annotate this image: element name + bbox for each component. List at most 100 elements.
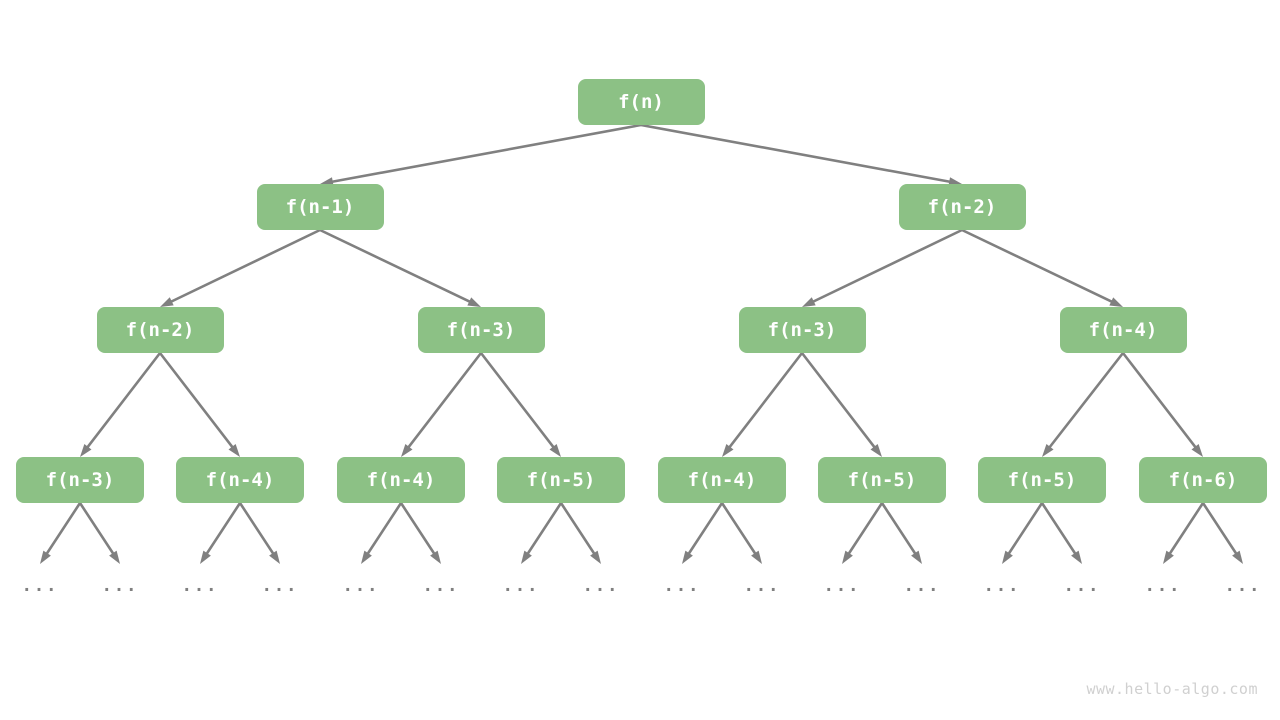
tree-node-label: f(n-5) xyxy=(1007,469,1077,491)
tree-node-r3n7: f(n-6) xyxy=(1139,457,1267,503)
tree-node-r1n1: f(n-2) xyxy=(898,184,1026,230)
ellipsis-e9: ... xyxy=(743,576,781,596)
edge-r3n2-to-e5 xyxy=(399,501,441,564)
edge-r3n4-to-e8 xyxy=(682,501,724,564)
tree-node-r2n3: f(n-4) xyxy=(1059,307,1187,353)
ellipsis-e12: ... xyxy=(983,576,1021,596)
edge-r3n4-to-e9 xyxy=(720,501,762,564)
tree-node-label: f(n-3) xyxy=(767,319,837,341)
tree-node-label: f(n-4) xyxy=(366,469,436,491)
ellipsis-e7: ... xyxy=(582,576,620,596)
tree-node-r0n0: f(n) xyxy=(577,79,705,125)
arrowhead-icon xyxy=(401,443,413,457)
tree-node-r3n4: f(n-4) xyxy=(658,457,786,503)
arrowhead-icon xyxy=(1071,550,1082,564)
tree-node-r2n0: f(n-2) xyxy=(96,307,224,353)
ellipsis-e2: ... xyxy=(181,576,219,596)
edge-r1n0-to-r2n1 xyxy=(318,228,481,307)
edge-r2n0-to-r3n0 xyxy=(80,351,162,457)
tree-node-label: f(n) xyxy=(618,91,664,113)
edge-r2n2-to-r3n4 xyxy=(722,351,804,457)
edge-r3n6-to-e12 xyxy=(1002,501,1044,564)
tree-node-label: f(n-6) xyxy=(1168,469,1238,491)
arrowhead-icon xyxy=(842,550,853,564)
arrowhead-icon xyxy=(802,297,816,307)
tree-node-label: f(n-1) xyxy=(285,196,355,218)
edge-r3n1-to-e3 xyxy=(238,501,280,564)
edge-r3n5-to-e10 xyxy=(842,501,884,564)
tree-node-label: f(n-4) xyxy=(687,469,757,491)
tree-node-r3n0: f(n-3) xyxy=(16,457,144,503)
arrowhead-icon xyxy=(40,550,51,564)
arrowhead-icon xyxy=(521,550,532,564)
tree-node-label: f(n-3) xyxy=(446,319,516,341)
tree-node-r2n2: f(n-3) xyxy=(738,307,866,353)
tree-node-label: f(n-5) xyxy=(847,469,917,491)
watermark: www.hello-algo.com xyxy=(1086,680,1258,698)
edge-r3n1-to-e2 xyxy=(200,501,242,564)
edge-r0n0-to-r1n0 xyxy=(320,123,643,187)
edge-r2n3-to-r3n6 xyxy=(1042,351,1125,457)
arrowhead-icon xyxy=(228,443,240,457)
arrowhead-icon xyxy=(1232,550,1243,564)
arrowhead-icon xyxy=(1002,550,1013,564)
arrowhead-icon xyxy=(590,550,601,564)
edge-r3n7-to-e14 xyxy=(1163,501,1205,564)
edge-r3n7-to-e15 xyxy=(1201,501,1243,564)
edge-r3n5-to-e11 xyxy=(880,501,922,564)
ellipsis-e15: ... xyxy=(1224,576,1262,596)
tree-node-label: f(n-3) xyxy=(45,469,115,491)
tree-node-r3n5: f(n-5) xyxy=(818,457,946,503)
edge-r3n2-to-e4 xyxy=(361,501,403,564)
ellipsis-e5: ... xyxy=(422,576,460,596)
tree-node-r3n3: f(n-5) xyxy=(497,457,625,503)
arrowhead-icon xyxy=(722,443,734,457)
arrowhead-icon xyxy=(160,297,174,307)
ellipsis-e8: ... xyxy=(663,576,701,596)
ellipsis-e11: ... xyxy=(903,576,941,596)
arrowhead-icon xyxy=(1109,297,1123,307)
edge-r1n0-to-r2n0 xyxy=(160,228,322,307)
edge-r1n1-to-r2n3 xyxy=(960,228,1123,307)
edge-r2n0-to-r3n1 xyxy=(158,351,240,457)
edge-r3n0-to-e0 xyxy=(40,501,82,564)
ellipsis-e14: ... xyxy=(1144,576,1182,596)
arrowhead-icon xyxy=(1163,550,1174,564)
arrowhead-icon xyxy=(682,550,693,564)
edge-r1n1-to-r2n2 xyxy=(802,228,964,307)
edge-r2n2-to-r3n5 xyxy=(800,351,882,457)
arrowhead-icon xyxy=(269,550,280,564)
ellipsis-e10: ... xyxy=(823,576,861,596)
ellipsis-e6: ... xyxy=(502,576,540,596)
ellipsis-e0: ... xyxy=(21,576,59,596)
arrowhead-icon xyxy=(911,550,922,564)
arrowhead-icon xyxy=(870,443,882,457)
ellipsis-e3: ... xyxy=(261,576,299,596)
arrowhead-icon xyxy=(109,550,120,564)
arrowhead-icon xyxy=(361,550,372,564)
tree-node-r2n1: f(n-3) xyxy=(417,307,545,353)
ellipsis-e4: ... xyxy=(342,576,380,596)
tree-node-r3n1: f(n-4) xyxy=(176,457,304,503)
tree-node-label: f(n-2) xyxy=(927,196,997,218)
tree-node-r3n6: f(n-5) xyxy=(978,457,1106,503)
tree-node-r3n2: f(n-4) xyxy=(337,457,465,503)
edge-r2n1-to-r3n2 xyxy=(401,351,483,457)
arrowhead-icon xyxy=(1191,443,1203,457)
tree-node-label: f(n-2) xyxy=(125,319,195,341)
edge-r3n6-to-e13 xyxy=(1040,501,1082,564)
arrowhead-icon xyxy=(80,443,92,457)
edge-r2n1-to-r3n3 xyxy=(479,351,561,457)
edge-r3n0-to-e1 xyxy=(78,501,120,564)
arrowhead-icon xyxy=(1042,443,1054,457)
tree-node-label: f(n-4) xyxy=(205,469,275,491)
arrowhead-icon xyxy=(549,443,561,457)
edge-r3n3-to-e7 xyxy=(559,501,601,564)
arrowhead-icon xyxy=(200,550,211,564)
edge-r0n0-to-r1n1 xyxy=(639,123,962,187)
tree-node-label: f(n-4) xyxy=(1088,319,1158,341)
edge-r3n3-to-e6 xyxy=(521,501,563,564)
tree-node-label: f(n-5) xyxy=(526,469,596,491)
tree-node-r1n0: f(n-1) xyxy=(256,184,384,230)
